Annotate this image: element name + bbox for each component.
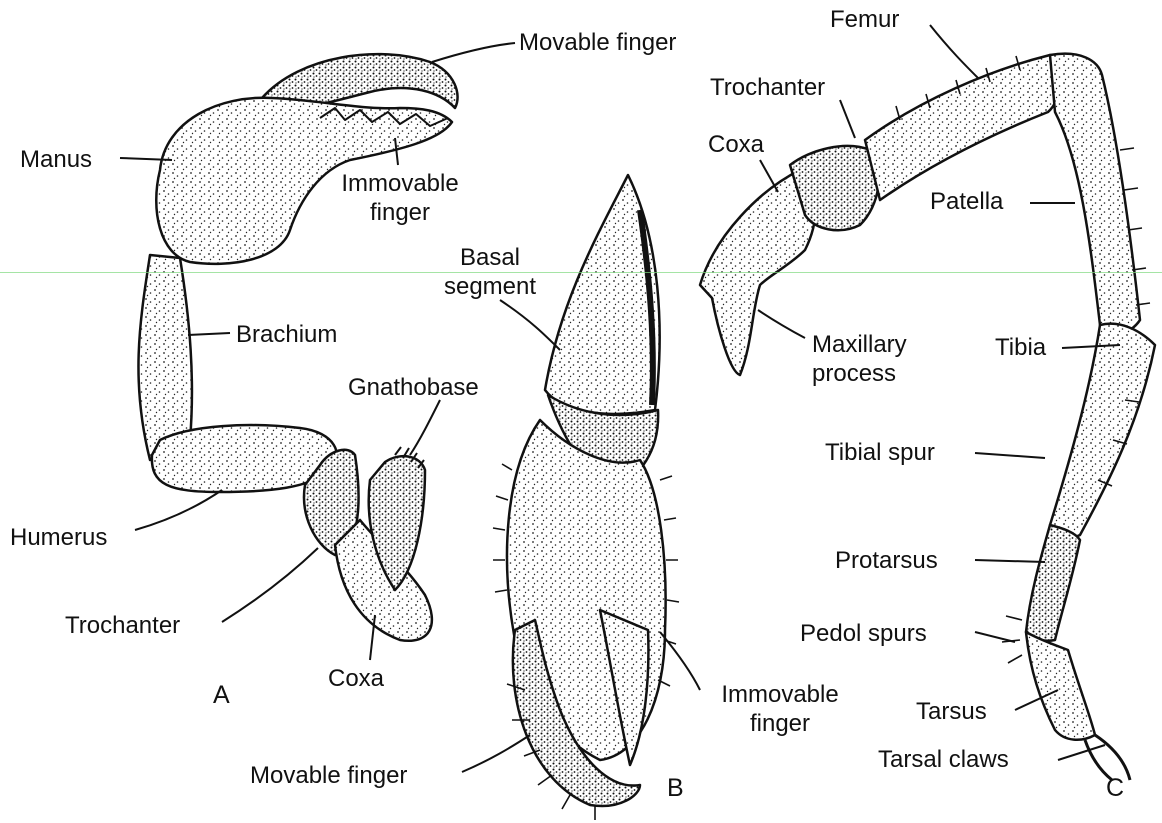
leader-c-trochanter — [840, 100, 855, 138]
c-tarsus-shape — [1026, 632, 1095, 740]
label-b-immovable-finger-2: finger — [700, 710, 860, 737]
panel-label-b: B — [667, 775, 684, 802]
label-c-maxillary-process-1: Maxillary — [812, 331, 907, 358]
label-c-protarsus: Protarsus — [835, 547, 938, 574]
leader-c-protarsus — [975, 560, 1045, 562]
panel-label-c: C — [1106, 775, 1124, 802]
label-c-tarsal-claws: Tarsal claws — [878, 746, 1009, 773]
label-c-trochanter: Trochanter — [710, 74, 825, 101]
label-c-pedol-spurs: Pedol spurs — [800, 620, 927, 647]
leader-c-femur — [930, 25, 978, 78]
label-b-movable-finger: Movable finger — [250, 762, 407, 789]
c-patella-shape — [1050, 54, 1140, 334]
leader-c-tarsal-claws — [1058, 745, 1105, 760]
panel-label-a: A — [213, 682, 230, 709]
c-protarsus-shape — [1026, 525, 1080, 641]
leader-a-gnathobase — [410, 400, 440, 455]
label-b-immovable-finger-1: Immovable — [700, 681, 860, 708]
panel-c-leg — [700, 54, 1155, 780]
a-brachium-shape — [138, 255, 192, 460]
label-c-patella: Patella — [930, 188, 1003, 215]
leader-b-movable-finger — [462, 735, 530, 772]
label-a-immovable-finger-2: finger — [340, 199, 460, 226]
label-b-basal-segment-1: Basal — [420, 244, 560, 271]
leader-c-maxillary-process — [758, 310, 805, 338]
label-c-tarsus: Tarsus — [916, 698, 987, 725]
leader-c-tibial-spur — [975, 453, 1045, 458]
label-a-brachium: Brachium — [236, 321, 337, 348]
leader-b-basal-segment — [500, 300, 560, 350]
label-a-immovable-finger-1: Immovable — [340, 170, 460, 197]
label-c-femur: Femur — [830, 6, 899, 33]
label-a-manus: Manus — [20, 146, 92, 173]
leader-a-movable-finger — [432, 43, 515, 62]
leader-a-humerus — [135, 490, 222, 530]
label-a-trochanter: Trochanter — [65, 612, 180, 639]
label-a-movable-finger: Movable finger — [519, 29, 676, 56]
label-c-coxa: Coxa — [708, 131, 764, 158]
c-tibia-shape — [1050, 324, 1155, 538]
label-a-gnathobase: Gnathobase — [348, 374, 479, 401]
green-guide-line — [0, 272, 1162, 273]
label-a-humerus: Humerus — [10, 524, 107, 551]
label-c-maxillary-process-2: process — [812, 360, 896, 387]
leader-a-trochanter — [222, 548, 318, 622]
label-c-tibia: Tibia — [995, 334, 1046, 361]
label-b-basal-segment-2: segment — [420, 273, 560, 300]
leader-c-pedol-spurs — [975, 632, 1015, 642]
leader-a-brachium — [188, 333, 230, 335]
label-a-coxa: Coxa — [328, 665, 384, 692]
label-c-tibial-spur: Tibial spur — [825, 439, 935, 466]
c-femur-shape — [865, 55, 1060, 200]
leader-c-coxa — [760, 160, 778, 192]
leader-b-immovable-finger — [660, 632, 700, 690]
